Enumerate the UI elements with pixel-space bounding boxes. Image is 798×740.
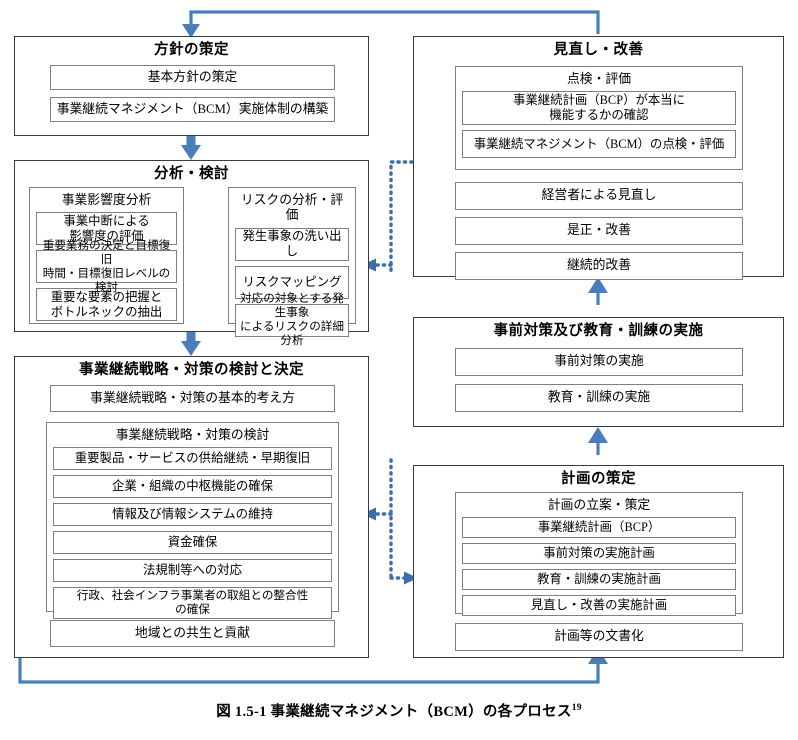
review-item-1[interactable]: 是正・改善 <box>455 217 743 245</box>
connector-planning-to-measures <box>588 427 608 455</box>
connector-analysis-to-strategy <box>181 332 201 356</box>
connector-dotted-review-to-analysis <box>362 160 414 274</box>
measures-item-1[interactable]: 教育・訓練の実施 <box>455 384 743 412</box>
strategy-item-1[interactable]: 企業・組織の中枢機能の確保 <box>53 475 332 499</box>
plan-item-2[interactable]: 教育・訓練の実施計画 <box>462 569 736 591</box>
stage-review[interactable]: 見直し・改善 点検・評価 事業継続計画（BCP）が本当に機能するかの確認 事業継… <box>413 36 784 280</box>
bia-item-1[interactable]: 重要業務の決定と目標復旧時間・目標復旧レベルの検討 <box>36 239 177 294</box>
strategy-item-0[interactable]: 重要製品・サービスの供給継続・早期復旧 <box>53 447 332 471</box>
stage-analysis[interactable]: 分析・検討 事業影響度分析 事業中断による影響度の評価 重要業務の決定と目標復旧… <box>14 160 369 347</box>
strategy-basic-approach[interactable]: 事業継続戦略・対策の基本的考え方 <box>50 385 335 412</box>
group-plan-formulation-title: 計画の立案・策定 <box>547 498 651 512</box>
planning-documentation-item[interactable]: 計画等の文書化 <box>455 623 743 651</box>
risk-item-2[interactable]: 対応の対象とする発生事象によるリスクの詳細分析 <box>235 292 349 347</box>
connector-policy-to-analysis <box>181 136 201 160</box>
stage-review-title: 見直し・改善 <box>553 42 644 58</box>
strategy-community-item[interactable]: 地域との共生と貢献 <box>50 620 335 647</box>
strategy-item-3[interactable]: 資金確保 <box>53 531 332 555</box>
group-strategy-review[interactable]: 事業継続戦略・対策の検討 重要製品・サービスの供給継続・早期復旧 企業・組織の中… <box>46 422 339 620</box>
group-risk[interactable]: リスクの分析・評価 発生事象の洗い出し リスクマッピング 対応の対象とする発生事… <box>228 187 356 347</box>
figure-caption-text: 図 1.5-1 事業継続マネジメント（BCM）の各プロセス <box>216 704 572 720</box>
group-plan-formulation[interactable]: 計画の立案・策定 事業継続計画（BCP） 事前対策の実施計画 教育・訓練の実施計… <box>455 492 743 617</box>
group-risk-title: リスクの分析・評価 <box>240 193 344 223</box>
risk-item-1[interactable]: リスクマッピング <box>235 265 349 299</box>
bia-item-0[interactable]: 事業中断による影響度の評価 <box>36 212 177 246</box>
stage-measures[interactable]: 事前対策及び教育・訓練の実施 事前対策の実施 教育・訓練の実施 <box>413 317 784 427</box>
inspection-item-0[interactable]: 事業継続計画（BCP）が本当に機能するかの確認 <box>462 91 736 126</box>
stage-analysis-title: 分析・検討 <box>154 166 229 182</box>
connector-measures-to-review <box>588 277 608 305</box>
strategy-item-5[interactable]: 行政、社会インフラ事業者の取組との整合性の確保 <box>53 587 332 620</box>
plan-item-0[interactable]: 事業継続計画（BCP） <box>462 517 736 539</box>
figure-caption-footnote: 19 <box>571 703 582 714</box>
risk-item-0[interactable]: 発生事象の洗い出し <box>235 227 349 261</box>
figure-caption: 図 1.5-1 事業継続マネジメント（BCM）の各プロセス19 <box>0 700 798 721</box>
inspection-item-1[interactable]: 事業継続マネジメント（BCM）の点検・評価 <box>462 130 736 159</box>
policy-item-0[interactable]: 基本方針の策定 <box>50 65 335 90</box>
group-inspection[interactable]: 点検・評価 事業継続計画（BCP）が本当に機能するかの確認 事業継続マネジメント… <box>455 66 743 170</box>
plan-item-3[interactable]: 見直し・改善の実施計画 <box>462 595 736 617</box>
strategy-item-4[interactable]: 法規制等への対応 <box>53 559 332 583</box>
connector-dotted-planning-to-strategy <box>362 458 418 585</box>
plan-item-1[interactable]: 事前対策の実施計画 <box>462 543 736 565</box>
stage-policy[interactable]: 方針の策定 基本方針の策定 事業継続マネジメント（BCM）実施体制の構築 <box>14 36 369 136</box>
review-item-2[interactable]: 継続的改善 <box>455 252 743 280</box>
group-strategy-review-title: 事業継続戦略・対策の検討 <box>115 428 270 442</box>
bia-item-2[interactable]: 重要な要素の把握とボトルネックの抽出 <box>36 288 177 322</box>
stage-measures-title: 事前対策及び教育・訓練の実施 <box>493 323 704 339</box>
group-bia-title: 事業影響度分析 <box>61 193 152 207</box>
stage-strategy[interactable]: 事業継続戦略・対策の検討と決定 事業継続戦略・対策の基本的考え方 事業継続戦略・… <box>14 356 369 658</box>
stage-planning[interactable]: 計画の策定 計画の立案・策定 事業継続計画（BCP） 事前対策の実施計画 教育・… <box>413 465 784 658</box>
connector-review-to-policy <box>182 10 600 38</box>
measures-item-0[interactable]: 事前対策の実施 <box>455 348 743 376</box>
group-inspection-title: 点検・評価 <box>567 72 631 86</box>
strategy-item-2[interactable]: 情報及び情報システムの維持 <box>53 503 332 527</box>
group-bia[interactable]: 事業影響度分析 事業中断による影響度の評価 重要業務の決定と目標復旧時間・目標復… <box>29 187 184 324</box>
policy-item-1[interactable]: 事業継続マネジメント（BCM）実施体制の構築 <box>50 97 335 122</box>
review-item-0[interactable]: 経営者による見直し <box>455 182 743 210</box>
stage-planning-title: 計画の策定 <box>561 471 636 487</box>
stage-strategy-title: 事業継続戦略・対策の検討と決定 <box>79 362 304 378</box>
stage-policy-title: 方針の策定 <box>154 42 229 58</box>
